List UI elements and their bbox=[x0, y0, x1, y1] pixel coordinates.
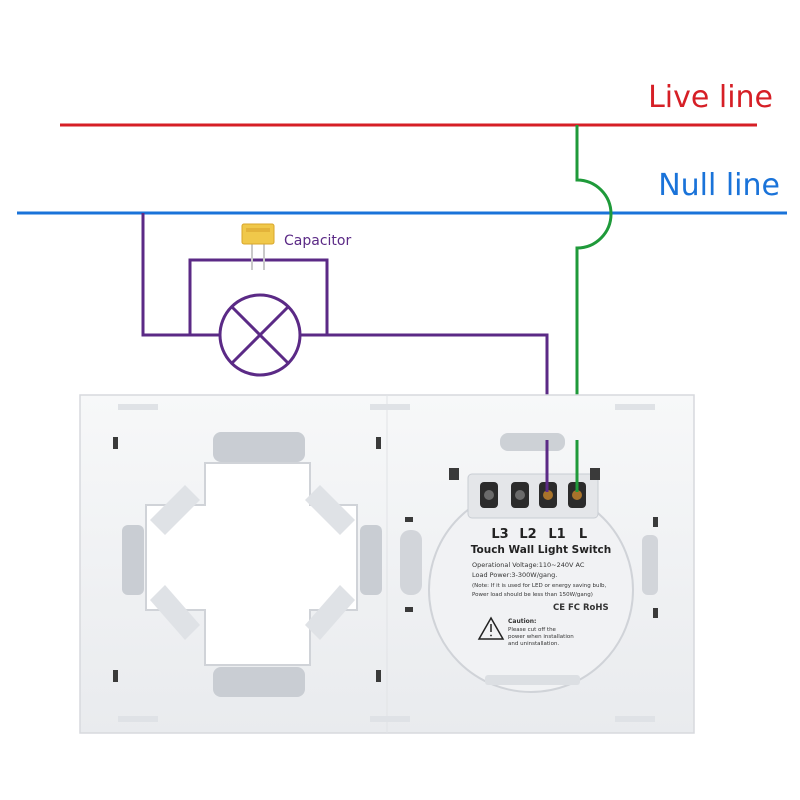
terminal-screw-l3 bbox=[480, 482, 498, 508]
capacitor-icon bbox=[241, 223, 275, 270]
lamp-icon bbox=[218, 293, 302, 377]
terminal-label-l: L bbox=[579, 527, 587, 542]
capacitor-label: Capacitor bbox=[284, 233, 351, 249]
warning-icon bbox=[477, 616, 505, 640]
switch-module: L3 L2 L1 L Touch Wall Light Switch Opera… bbox=[428, 468, 634, 693]
caution-line2: power when installation bbox=[508, 634, 574, 640]
null-line-label: Null line bbox=[658, 168, 780, 203]
terminal-label-l2: L2 bbox=[519, 527, 536, 542]
caution-line1: Please cut off the bbox=[508, 627, 557, 633]
switch-note-line2: Power load should be less than 150W/gang… bbox=[472, 592, 593, 598]
terminal-label-l3: L3 bbox=[491, 527, 508, 542]
purple-wire-bypass bbox=[188, 258, 329, 335]
terminal-screw-l1 bbox=[539, 482, 557, 508]
switch-spec-voltage: Operational Voltage:110~240V AC bbox=[472, 561, 585, 569]
purple-wire-neutral bbox=[141, 213, 220, 337]
certification-marks: CE FC RoHS bbox=[553, 603, 609, 613]
green-wire bbox=[575, 125, 613, 480]
live-line-label: Live line bbox=[648, 80, 773, 115]
terminal-label-l1: L1 bbox=[548, 527, 565, 542]
caution-line3: and uninstallation. bbox=[508, 641, 559, 647]
switch-note-line1: (Note: If it is used for LED or energy s… bbox=[472, 583, 606, 589]
caution-title: Caution: bbox=[508, 618, 536, 625]
empty-gang-opening bbox=[122, 432, 382, 697]
terminal-screw-l bbox=[568, 482, 586, 508]
switch-spec-power: Load Power:3-300W/gang. bbox=[472, 571, 557, 579]
switch-title: Touch Wall Light Switch bbox=[471, 544, 612, 556]
terminal-screw-l2 bbox=[511, 482, 529, 508]
